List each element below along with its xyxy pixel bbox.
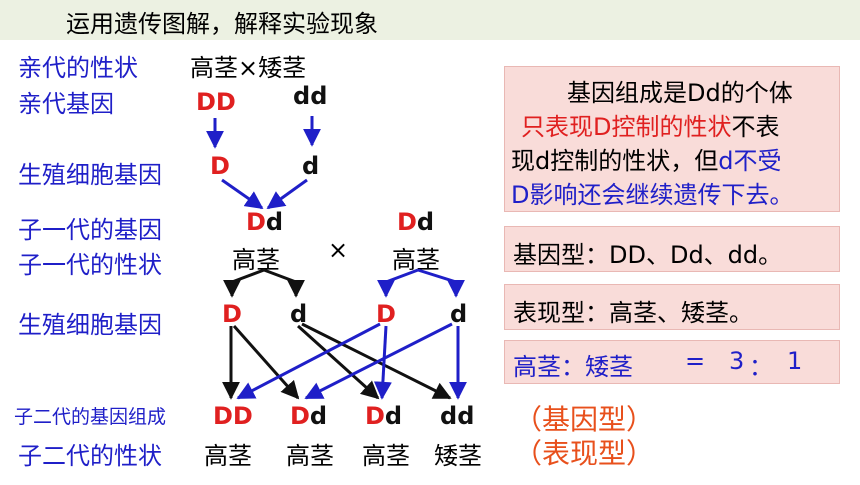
gamete2-right-dominant: D [376, 300, 396, 328]
gamete2-left-recessive: d [290, 300, 308, 328]
box2-text: 基因型：DD、Dd、dd。 [513, 241, 783, 269]
arrow-gRD-f2-3 [373, 325, 392, 400]
box1-line1: 基因组成是Dd的个体 [567, 79, 793, 107]
genotype-tag: （基因型） [514, 403, 655, 436]
box4-n2: 1 [787, 347, 803, 375]
parent1-genotype: DD [196, 88, 236, 116]
f1-left-trait: 高茎 [232, 246, 280, 274]
f2-trait-4: 矮茎 [434, 442, 482, 470]
label-f1-genes: 子一代的基因 [18, 216, 162, 244]
gamete2-left-dominant: D [222, 300, 242, 328]
title-band [0, 0, 860, 40]
f1-cross-sign: × [328, 236, 349, 264]
label-f2-traits: 子二代的性状 [18, 442, 162, 470]
info-box-genotypes: 基因型：DD、Dd、dd。 [504, 226, 840, 272]
gamete1-dominant: D [210, 152, 230, 180]
arrow-gLD-f2-2 [232, 325, 300, 400]
box1-line4: D影响还会继续遗传下去。 [511, 181, 794, 209]
box4-eq: = [685, 347, 706, 375]
arrow-gD-f1 [221, 178, 264, 210]
info-box-ratio: 高茎：矮茎 = 3 ： 1 [504, 340, 840, 384]
arrow-f1R-d [417, 268, 465, 298]
box1-line2: 只表现D控制的性状不表 [521, 113, 780, 141]
label-gamete-genes-2: 生殖细胞基因 [18, 311, 162, 339]
label-gamete-genes-1: 生殖细胞基因 [18, 161, 162, 189]
label-parent-traits: 亲代的性状 [18, 54, 138, 82]
f2-genotype-4: dd [440, 402, 475, 430]
f1-left-genotype: Dd [246, 208, 284, 236]
box4-left: 高茎：矮茎 [513, 353, 633, 381]
f2-trait-2: 高茎 [286, 442, 334, 470]
gamete1-recessive: d [302, 152, 320, 180]
page-title: 运用遗传图解，解释实验现象 [66, 10, 378, 38]
arrow-gLd-f2-3 [296, 324, 380, 400]
f2-genotype-1: DD [213, 402, 253, 430]
arrow-f1R-D [377, 268, 419, 298]
phenotype-tag: （表现型） [514, 437, 655, 470]
f2-genotype-2: Dd [290, 402, 328, 430]
box4-n1: 3 [729, 347, 745, 375]
arrow-gRD-f2-1 [236, 322, 381, 400]
arrow-f1L-D [223, 268, 265, 298]
arrow-gRd-f2-2 [304, 322, 453, 400]
box3-text: 表现型：高茎、矮茎。 [513, 299, 753, 327]
label-f2-genes: 子二代的基因组成 [14, 406, 167, 428]
info-box-dd-explanation: 基因组成是Dd的个体 只表现D控制的性状不表 现d控制的性状，但d不受 D影响还… [504, 66, 840, 212]
parent2-genotype: dd [293, 82, 328, 110]
parent-traits-text: 高茎×矮茎 [190, 54, 307, 82]
f2-genotype-3: Dd [365, 402, 403, 430]
f2-trait-1: 高茎 [204, 442, 252, 470]
label-f1-traits: 子一代的性状 [18, 251, 162, 279]
gamete2-right-recessive: d [450, 300, 468, 328]
arrow-gd-f1 [266, 178, 308, 210]
arrow-f1L-d [263, 268, 305, 298]
box4-colon: ： [749, 353, 773, 381]
label-parent-genes: 亲代基因 [18, 90, 114, 118]
box1-line3: 现d控制的性状，但d不受 [511, 147, 782, 175]
f2-trait-3: 高茎 [362, 442, 410, 470]
f1-right-genotype: Dd [397, 208, 435, 236]
info-box-phenotypes: 表现型：高茎、矮茎。 [504, 284, 840, 330]
